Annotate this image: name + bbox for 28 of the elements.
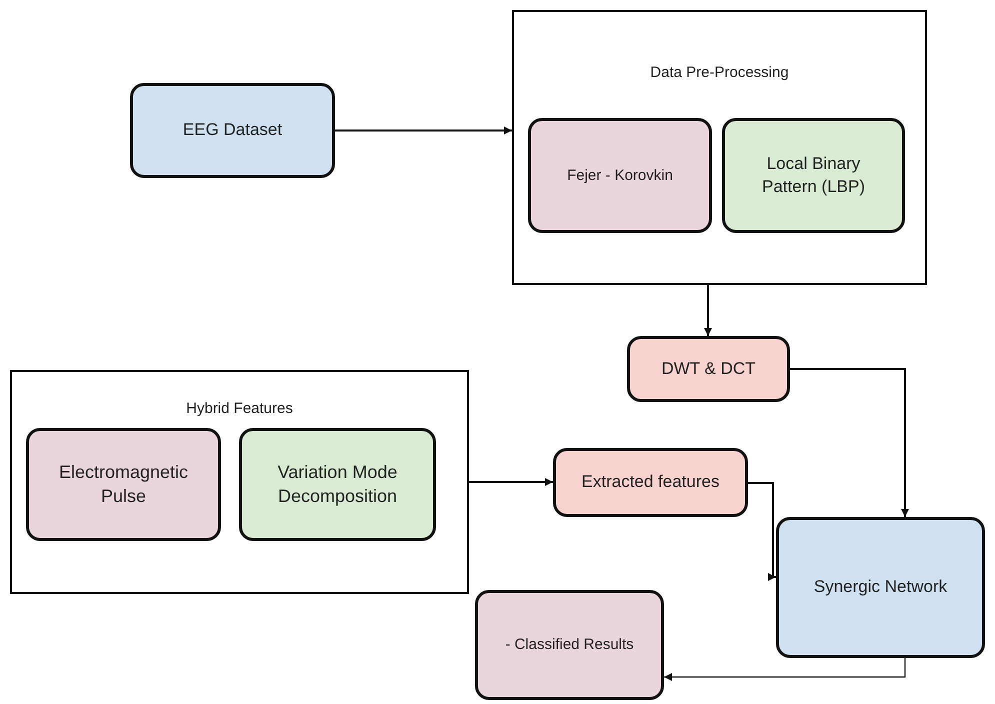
node-label: Extracted features <box>582 471 720 494</box>
node-label: Variation Mode Decomposition <box>276 461 398 508</box>
arrow <box>664 658 906 681</box>
group-frame <box>10 370 469 594</box>
node-label: - Classified Results <box>505 635 634 655</box>
arrow <box>790 368 909 517</box>
process-box <box>239 428 436 541</box>
process-box <box>26 428 221 541</box>
node-label: Fejer - Korovkin <box>567 166 673 186</box>
node-label: DWT & DCT <box>661 358 756 380</box>
process-box <box>528 118 712 233</box>
node-label: EEG Dataset <box>182 119 282 142</box>
group-title: Hybrid Features <box>186 400 293 417</box>
process-box <box>130 83 335 178</box>
arrow <box>335 126 512 134</box>
node-label: Electromagnetic Pulse <box>58 461 190 508</box>
process-box <box>776 517 985 658</box>
arrow <box>748 482 776 581</box>
process-box <box>627 336 790 402</box>
node-label: Local Binary Pattern (LBP) <box>761 153 866 198</box>
process-box <box>475 590 664 700</box>
group-frame <box>512 10 927 285</box>
process-box <box>722 118 905 233</box>
arrow <box>469 478 553 486</box>
group-title: Data Pre-Processing <box>650 64 789 81</box>
process-box <box>553 448 748 517</box>
node-label: Synergic Network <box>814 576 948 598</box>
arrow <box>704 285 712 336</box>
